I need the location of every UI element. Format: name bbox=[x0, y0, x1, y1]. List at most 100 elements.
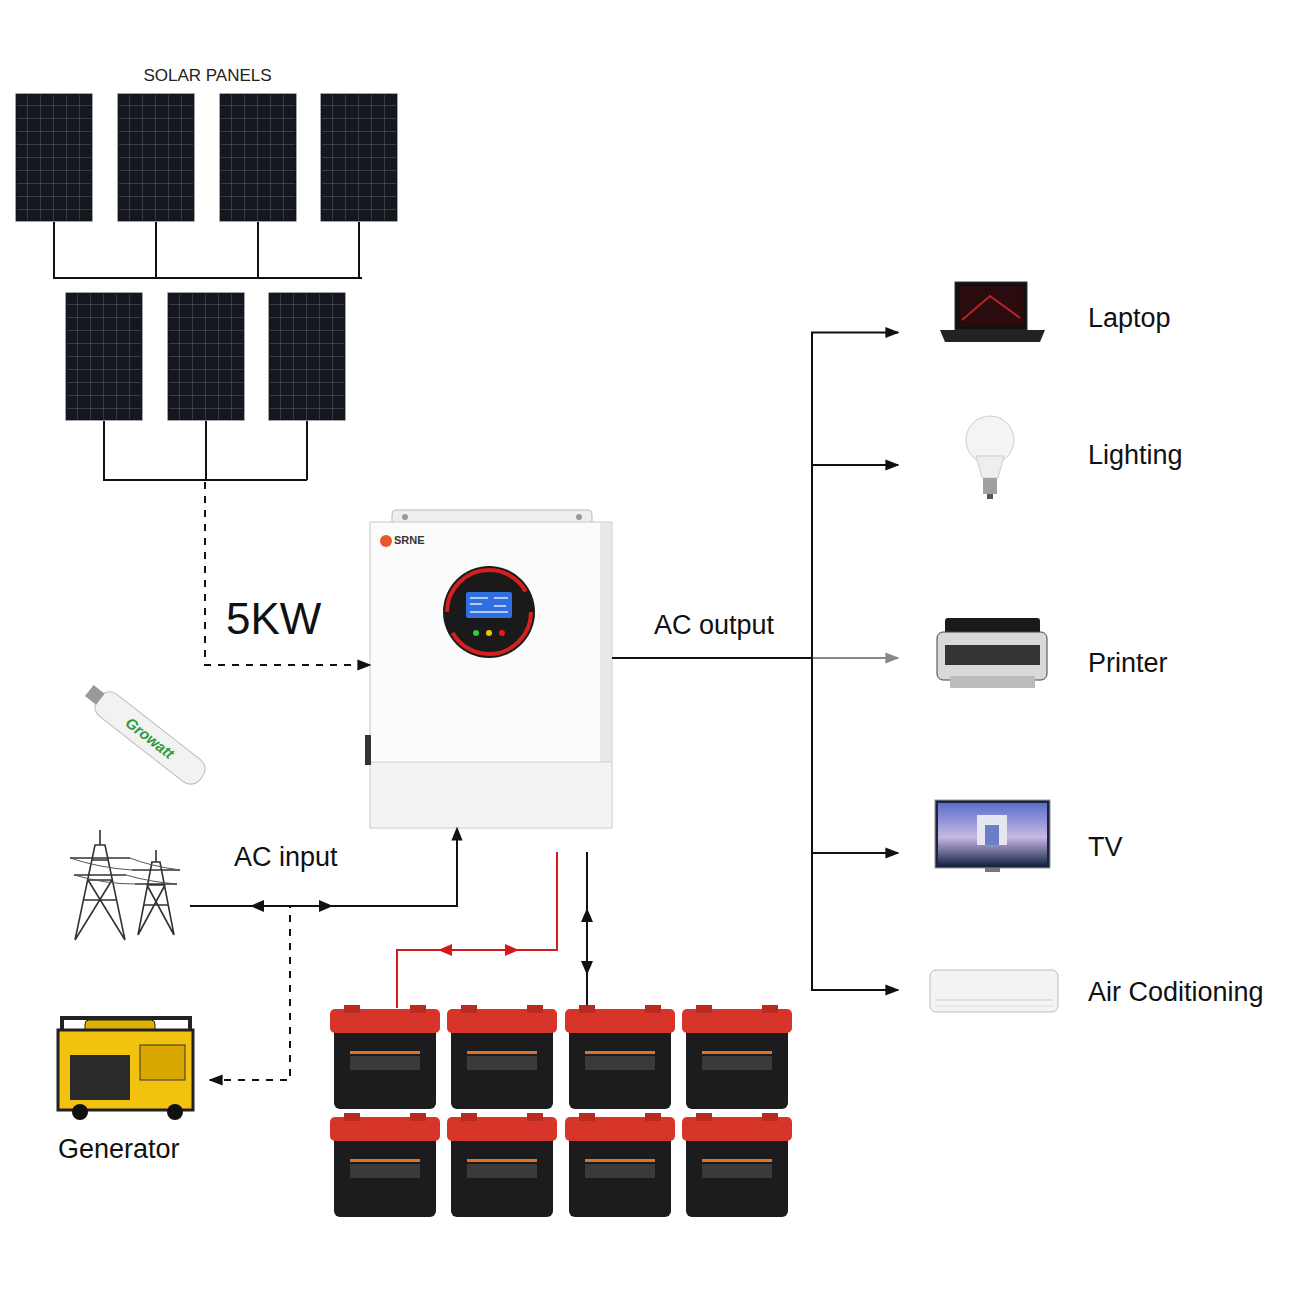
wifi-dongle bbox=[81, 680, 210, 789]
flow-arrow bbox=[319, 900, 333, 912]
generator-box: Generator bbox=[50, 1010, 210, 1170]
ac-unit bbox=[930, 970, 1058, 1012]
tv-frame bbox=[935, 800, 1050, 868]
laptop-screen bbox=[955, 282, 1027, 330]
printer-tray bbox=[950, 676, 1035, 688]
generator-wheel bbox=[72, 1104, 88, 1120]
laptop-display bbox=[959, 286, 1023, 326]
flow-arrow bbox=[581, 908, 593, 922]
panel-array: SOLAR PANELS bbox=[10, 62, 405, 482]
battery bbox=[447, 1005, 557, 1109]
load-box: Printer bbox=[898, 610, 1198, 706]
panel-wire bbox=[54, 222, 362, 278]
solar-panel bbox=[219, 93, 297, 222]
grid-line bbox=[190, 830, 457, 906]
bulb-neck bbox=[976, 456, 1004, 478]
lcd-screen bbox=[466, 592, 512, 618]
connector bbox=[205, 482, 370, 665]
battery bbox=[682, 1113, 792, 1217]
brand-logo bbox=[380, 535, 392, 547]
bracket-hole bbox=[576, 514, 582, 520]
ac-vent bbox=[935, 1006, 1053, 1007]
tv-stand bbox=[985, 868, 1000, 872]
bulb-tip bbox=[987, 494, 993, 499]
node-text: Generator bbox=[58, 1134, 180, 1165]
status-led bbox=[473, 630, 479, 636]
battery bbox=[447, 1113, 557, 1217]
node-text: Air Coditioning bbox=[1088, 977, 1264, 1008]
node-text: Lighting bbox=[1088, 440, 1183, 471]
control-dial bbox=[443, 566, 535, 658]
tv-building bbox=[977, 815, 1007, 845]
battery bbox=[330, 1005, 440, 1109]
inverter-lower-band bbox=[371, 762, 611, 827]
tv-screen bbox=[938, 803, 1047, 865]
laptop-base bbox=[940, 330, 1045, 342]
inverter-side bbox=[600, 523, 611, 827]
node-text: Printer bbox=[1088, 648, 1168, 679]
edge-label: 5KW bbox=[226, 594, 321, 645]
panel-wire bbox=[104, 421, 307, 480]
inverter-body bbox=[370, 522, 612, 828]
inverter-box: SRNE bbox=[370, 510, 612, 828]
dongle-plug bbox=[85, 685, 105, 705]
connector bbox=[612, 658, 898, 990]
load-box: Lighting bbox=[898, 415, 1198, 515]
connector bbox=[210, 828, 457, 1080]
laptop-glow bbox=[962, 296, 1020, 320]
node-text: SOLAR PANELS bbox=[10, 66, 405, 86]
bulb-glass bbox=[966, 416, 1014, 464]
battery-wire-positive bbox=[397, 852, 557, 1008]
lcd-segments bbox=[470, 598, 508, 612]
connector bbox=[612, 658, 898, 853]
solar-panel bbox=[167, 292, 245, 421]
load-box: Air Coditioning bbox=[898, 960, 1283, 1020]
node-text: TV bbox=[1088, 832, 1123, 863]
inverter-bracket bbox=[392, 510, 592, 526]
generator-wheel bbox=[167, 1104, 183, 1120]
dongle-body bbox=[90, 687, 210, 789]
fuel-tank bbox=[85, 1020, 155, 1034]
edge-label: AC output bbox=[654, 610, 774, 641]
brand-label: Growatt bbox=[122, 714, 177, 762]
generator-frame bbox=[58, 1030, 193, 1110]
flow-arrow bbox=[581, 961, 593, 975]
cable-gland bbox=[365, 735, 371, 765]
battery bbox=[330, 1113, 440, 1217]
printer-top bbox=[945, 618, 1040, 636]
pylon bbox=[70, 830, 130, 940]
node-text: SRNE bbox=[394, 534, 425, 547]
bracket-hole bbox=[402, 514, 408, 520]
flow-arrow bbox=[250, 900, 264, 912]
dial-ring bbox=[447, 570, 531, 654]
generator-panel bbox=[140, 1045, 185, 1080]
generator-handle bbox=[62, 1018, 190, 1030]
connector bbox=[612, 657, 898, 659]
battery bbox=[565, 1113, 675, 1217]
solar-panel bbox=[65, 292, 143, 421]
battery bbox=[682, 1005, 792, 1109]
solar-panel bbox=[320, 93, 398, 222]
connector bbox=[612, 465, 898, 658]
flow-arrow bbox=[505, 944, 519, 956]
flow-arrow bbox=[438, 944, 452, 956]
status-led bbox=[486, 630, 492, 636]
solar-panel bbox=[15, 93, 93, 222]
load-box: Laptop bbox=[898, 295, 1198, 370]
battery-wire-negative bbox=[586, 852, 588, 1008]
solar-panel bbox=[117, 93, 195, 222]
ac-vent bbox=[935, 1000, 1053, 1001]
tv-arch bbox=[985, 825, 999, 845]
inverter-seam bbox=[371, 762, 611, 763]
solar-panel bbox=[268, 292, 346, 421]
node-text: Laptop bbox=[1088, 303, 1171, 334]
bulb-base bbox=[983, 478, 997, 494]
load-box: TV bbox=[898, 805, 1198, 901]
power-line bbox=[70, 858, 180, 884]
connector bbox=[612, 333, 898, 659]
printer-body bbox=[937, 632, 1047, 680]
printer-window bbox=[945, 645, 1040, 665]
edge-label: AC input bbox=[234, 842, 338, 873]
